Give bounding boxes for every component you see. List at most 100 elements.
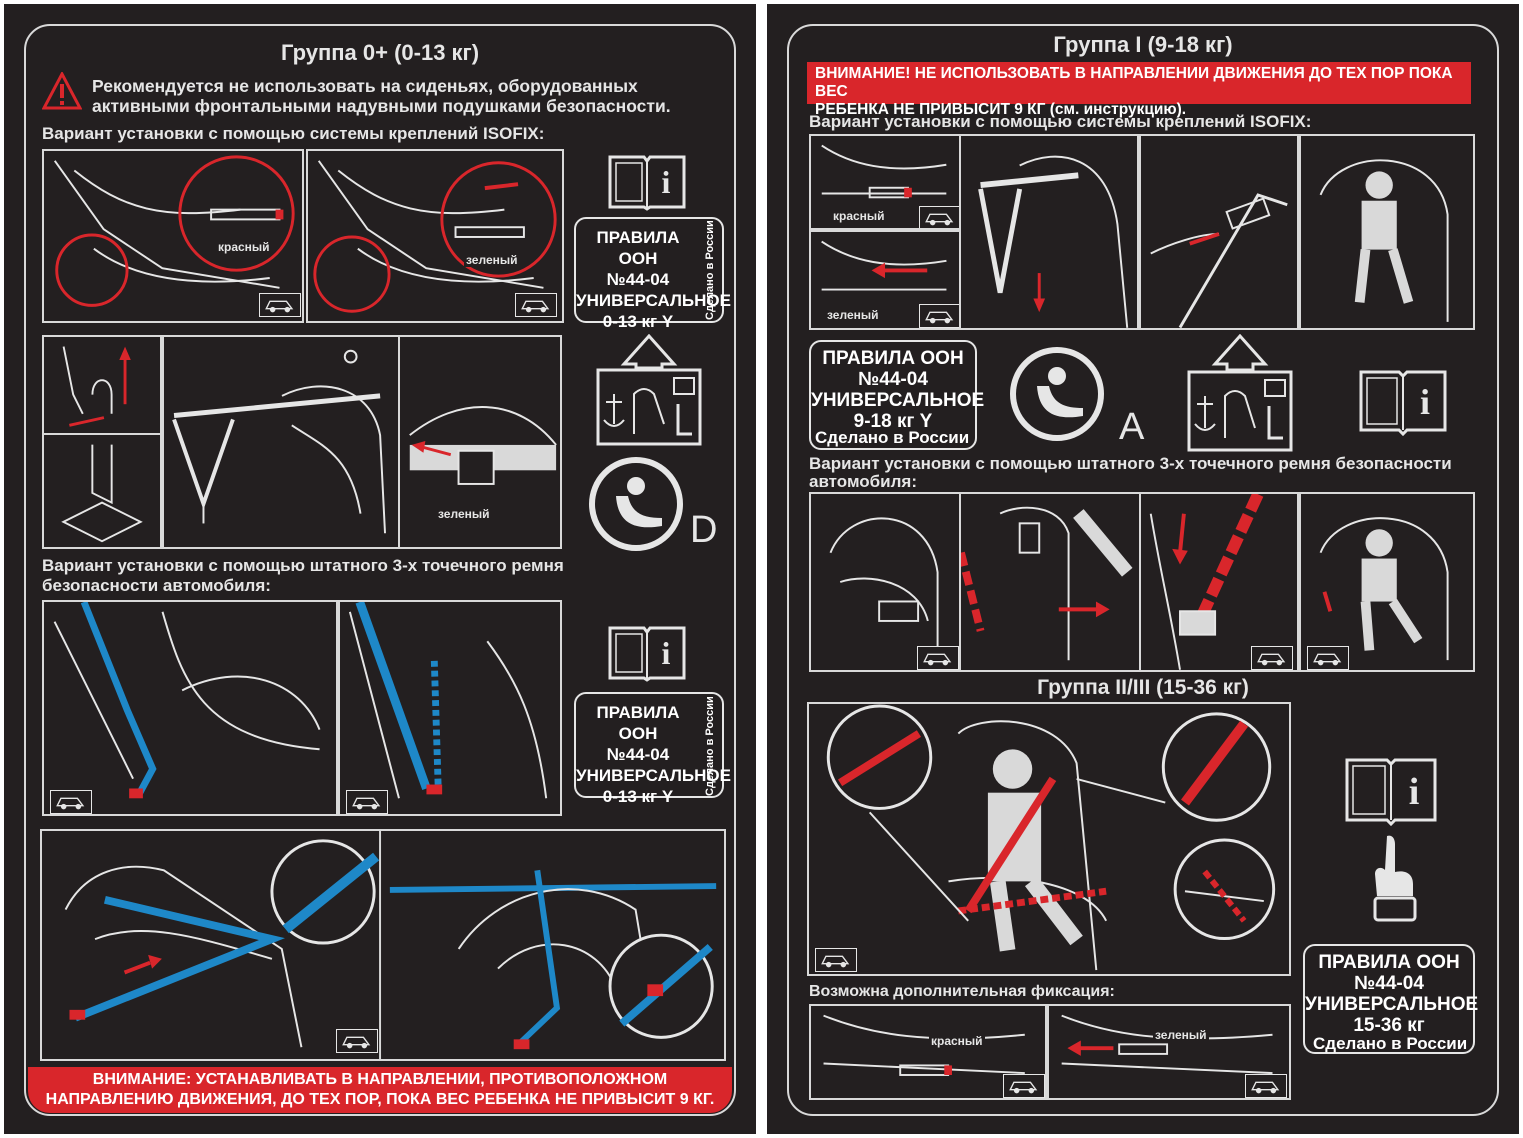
manual-book-icon: i (1359, 370, 1447, 436)
pointing-finger-icon (1373, 835, 1417, 922)
left-title: Группа 0+ (0-13 кг) (280, 40, 480, 65)
isofix-arm-panel (42, 335, 162, 435)
belt-step2-panel (959, 492, 1141, 672)
car-direction-icon (50, 790, 92, 814)
isofix-anchor-point-icon (1187, 334, 1293, 452)
right-isofix-label: Вариант установки с помощью системы креп… (809, 112, 1312, 131)
car-direction-icon (336, 1029, 378, 1053)
car-direction-icon (259, 293, 301, 317)
belt-step4-panel (1299, 492, 1475, 672)
isofix-connector-panel-green: зеленый (809, 230, 961, 330)
tag-red: красный (929, 1034, 985, 1048)
manual-book-icon: i (608, 626, 686, 682)
un-regulation-box: ПРАВИЛА ООН №44-04 УНИВЕРСАЛЬНОЕ 9-18 кг… (809, 340, 985, 450)
isofix-step2-panel: зеленый (306, 149, 564, 323)
group23-title: Группа II/III (15-36 кг) (1037, 676, 1249, 699)
un-regulation-box: ПРАВИЛА ООН №44-04 УНИВЕРСАЛЬНОЕ 15-36 к… (1303, 944, 1479, 1054)
seat-class-letter: A (1119, 406, 1145, 448)
made-in-russia-label: Сделано в России (704, 696, 716, 796)
right-belt-label-line2: автомобиля: (809, 472, 918, 491)
svg-text:i: i (1420, 382, 1430, 422)
un-line4: 0-13 кг Y (602, 312, 674, 331)
tag-green: зеленый (464, 253, 520, 267)
un-line3: УНИВЕРСАЛЬНОЕ (811, 390, 985, 411)
belt-install-panel-2 (338, 600, 562, 816)
car-direction-icon (1003, 1074, 1045, 1098)
seat-class-letter: D (690, 509, 718, 551)
un-line2: №44-04 (606, 745, 670, 764)
child-seat-class-icon (589, 457, 683, 551)
un-line3: УНИВЕРСАЛЬНОЕ (1305, 994, 1479, 1015)
un-regulation-box: ПРАВИЛА ООН №44-04 УНИВЕРСАЛЬНОЕ 0-13 кг… (574, 692, 731, 806)
isofix-tether-panel (162, 335, 400, 549)
belt-install-panel-1 (42, 600, 338, 816)
belt-step3-panel (1139, 492, 1299, 672)
manual-book-icon: i (1345, 758, 1437, 826)
svg-text:i: i (662, 164, 671, 200)
child-seat-class-icon (1010, 347, 1104, 441)
right-belt-label-line1: Вариант установки с помощью штатного 3-х… (809, 454, 1452, 473)
top-tether-panel (959, 134, 1139, 330)
isofix-step1-panel: красный (42, 149, 304, 323)
car-direction-icon (919, 304, 959, 328)
isofix-connector-panel-red: красный (809, 134, 961, 230)
tag-green: зеленый (436, 507, 492, 521)
un-line4: 9-18 кг Y (853, 411, 933, 432)
car-direction-icon (1251, 646, 1293, 670)
un-line2: №44-04 (858, 369, 928, 390)
tether-buckle-panel (1139, 134, 1299, 330)
un-line4: 15-36 кг (1353, 1015, 1425, 1036)
car-direction-icon (919, 206, 959, 228)
right-title: Группа I (9-18 кг) (1053, 32, 1233, 57)
un-line3: УНИВЕРСАЛЬНОЕ (576, 291, 731, 310)
extra-fixation-panel-red: красный (809, 1004, 1047, 1100)
left-instruction-card: Группа 0+ (0-13 кг) Рекомендуется не исп… (4, 4, 756, 1134)
rear-facing-warning-bar: ВНИМАНИЕ: УСТАНАВЛИВАТЬ В НАПРАВЛЕНИИ, П… (28, 1067, 732, 1113)
rear-facing-warning-line1: ВНИМАНИЕ: УСТАНАВЛИВАТЬ В НАПРАВЛЕНИИ, П… (92, 1071, 668, 1088)
made-in-russia-label: Сделано в России (704, 220, 716, 320)
isofix-buckle-panel: зеленый (398, 335, 562, 549)
un-line1: ПРАВИЛА ООН (1318, 952, 1460, 973)
un-line2: №44-04 (606, 270, 670, 289)
un-line1: ПРАВИЛА ООН (596, 228, 680, 268)
manual-book-icon: i (608, 155, 686, 211)
belt-route-panel (40, 829, 726, 1061)
un-line2: №44-04 (1354, 973, 1424, 994)
car-direction-icon (515, 293, 557, 317)
tag-green: зеленый (825, 308, 881, 322)
un-line1: ПРАВИЛА ООН (596, 703, 680, 743)
forward-warning-line1: ВНИМАНИЕ! НЕ ИСПОЛЬЗОВАТЬ В НАПРАВЛЕНИИ … (815, 65, 1453, 100)
car-direction-icon (1307, 646, 1349, 670)
forward-facing-warning-bar: ВНИМАНИЕ! НЕ ИСПОЛЬЗОВАТЬ В НАПРАВЛЕНИИ … (807, 62, 1471, 118)
forward-warning-line2: РЕБЕНКА НЕ ПРИВЫСИТ 9 КГ (см. инструкцию… (815, 101, 1187, 118)
left-belt-label-line1: Вариант установки с помощью штатного 3-х… (42, 556, 564, 575)
warning-triangle-icon (42, 72, 82, 110)
made-in-russia-label: Сделано в России (1313, 1034, 1468, 1053)
belt-step1-panel (809, 492, 961, 672)
left-isofix-label: Вариант установки с помощью системы креп… (42, 124, 545, 143)
child-seated-panel (1299, 134, 1475, 330)
un-line4: 0-13 кг Y (602, 787, 674, 806)
rear-facing-warning-line2: НАПРАВЛЕНИЮ ДВИЖЕНИЯ, ДО ТЕХ ПОР, ПОКА В… (45, 1091, 715, 1108)
made-in-russia-label: Сделано в России (815, 428, 970, 447)
un-line3: УНИВЕРСАЛЬНОЕ (576, 766, 731, 785)
left-card-frame (24, 24, 736, 1116)
svg-text:i: i (1409, 771, 1420, 813)
tag-red: красный (831, 209, 887, 223)
airbag-warning-line1: Рекомендуется не использовать на сиденья… (92, 76, 638, 96)
un-line1: ПРАВИЛА ООН (822, 348, 964, 369)
extra-fixation-panel-green: зеленый (1047, 1004, 1291, 1100)
tag-red: красный (216, 240, 272, 254)
car-direction-icon (346, 790, 388, 814)
svg-text:i: i (662, 635, 671, 671)
tag-green: зеленый (1153, 1028, 1209, 1042)
booster-belt-panel (807, 702, 1291, 976)
car-direction-icon (917, 646, 959, 670)
left-belt-label-line2: безопасности автомобиля: (42, 576, 271, 595)
car-direction-icon (1245, 1074, 1287, 1098)
right-instruction-card: Группа I (9-18 кг) ВНИМАНИЕ! НЕ ИСПОЛЬЗО… (767, 4, 1519, 1134)
un-regulation-box: ПРАВИЛА ООН №44-04 УНИВЕРСАЛЬНОЕ 0-13 кг… (574, 217, 731, 331)
airbag-warning-line2: активными фронтальными надувными подушка… (92, 96, 671, 116)
car-direction-icon (815, 948, 857, 972)
isofix-anchor-panel (42, 433, 162, 549)
